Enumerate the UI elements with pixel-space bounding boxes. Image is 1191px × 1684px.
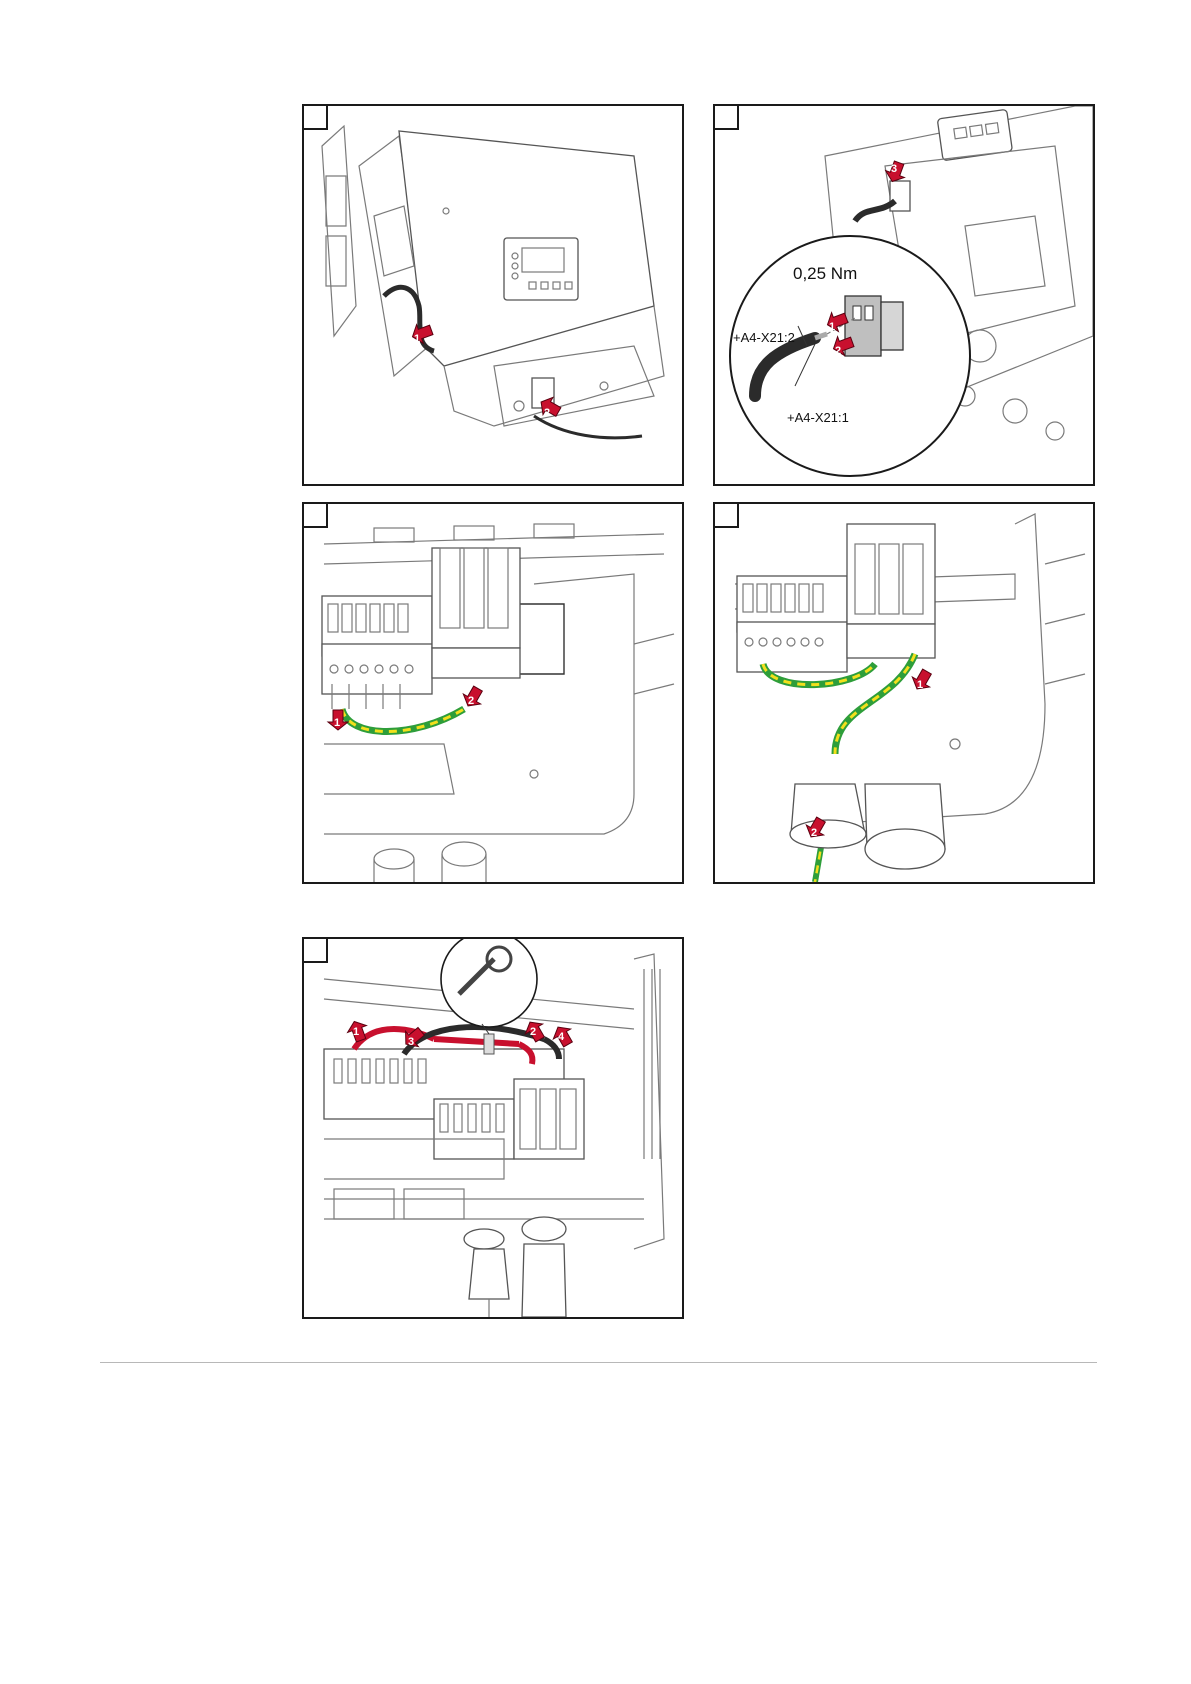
svg-text:1: 1 — [414, 333, 420, 345]
svg-text:1: 1 — [353, 1026, 359, 1038]
svg-text:2: 2 — [835, 345, 841, 357]
cable-tie-illustration: 1 3 2 4 — [304, 939, 682, 1317]
earth-cable-routing-illustration: 1 2 — [715, 504, 1093, 882]
step-panel-5: 1 3 2 4 — [302, 937, 684, 1319]
step-number-box — [304, 106, 328, 130]
terminal-label-x21-1: +A4-X21:1 — [787, 410, 849, 425]
step-number-box — [715, 106, 739, 130]
step-number-box — [304, 504, 328, 528]
step-panel-2: 3 1 2 0,25 Nm +A4-X21:2 +A4-X21:1 — [713, 104, 1095, 486]
svg-text:2: 2 — [468, 695, 474, 707]
torque-label: 0,25 Nm — [793, 264, 857, 284]
svg-text:3: 3 — [408, 1036, 414, 1048]
inverter-tilt-illustration: 1 2 — [304, 106, 682, 484]
step-number-box — [715, 504, 739, 528]
step-panel-4: 1 2 — [713, 502, 1095, 884]
terminal-label-x21-2: +A4-X21:2 — [733, 330, 795, 345]
svg-text:1: 1 — [917, 679, 923, 691]
svg-text:4: 4 — [558, 1031, 565, 1043]
step-panel-3: 1 2 — [302, 502, 684, 884]
svg-text:2: 2 — [544, 407, 550, 419]
footer-divider — [100, 1362, 1097, 1363]
svg-text:1: 1 — [334, 717, 340, 729]
svg-text:2: 2 — [811, 827, 817, 839]
svg-text:3: 3 — [891, 163, 897, 175]
earth-jumper-illustration: 1 2 — [304, 504, 682, 882]
svg-text:1: 1 — [829, 321, 835, 333]
connector-detail-illustration: 3 1 2 — [715, 106, 1093, 484]
step-number-box — [304, 939, 328, 963]
svg-text:2: 2 — [530, 1026, 536, 1038]
step-panel-1: 1 2 — [302, 104, 684, 486]
